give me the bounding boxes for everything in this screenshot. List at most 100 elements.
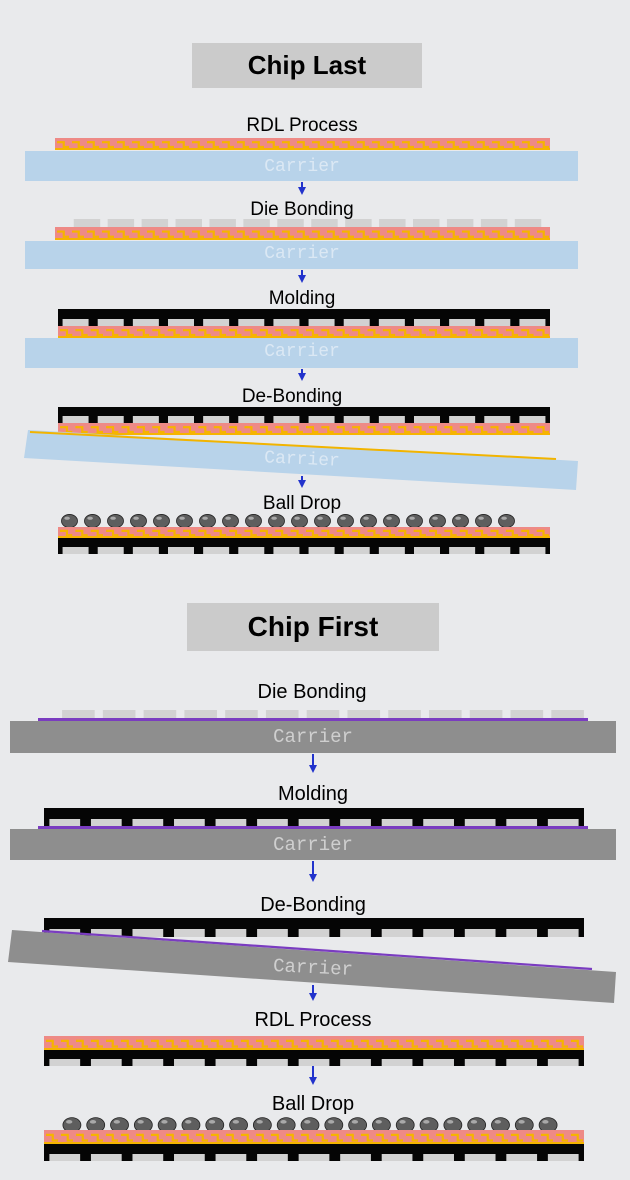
rdl-trace (286, 1133, 298, 1142)
rdl-trace (259, 329, 273, 337)
release-layer (29, 431, 557, 460)
die (480, 219, 508, 227)
rdl-trace (267, 230, 279, 238)
solder-ball (383, 514, 400, 528)
die (62, 319, 89, 327)
solder-ball-highlight (542, 1120, 549, 1124)
rdl-trace (505, 529, 519, 537)
mold-compound (58, 309, 550, 327)
die (62, 547, 89, 554)
rdl-trace (57, 141, 69, 149)
rdl-trace (432, 230, 444, 238)
solder-ball-highlight (156, 516, 162, 520)
rdl-trace (192, 230, 204, 238)
rdl-layer (44, 1036, 584, 1050)
rdl-trace (496, 1133, 508, 1142)
die (49, 1154, 81, 1161)
die (90, 819, 122, 827)
solder-ball (429, 514, 446, 528)
die (90, 1059, 122, 1066)
die (273, 319, 300, 327)
solder-ball-highlight (225, 516, 231, 520)
solder-ball-highlight (423, 1120, 430, 1124)
rdl-trace (61, 1133, 73, 1142)
die (506, 1154, 538, 1161)
rdl-trace (312, 141, 324, 149)
solder-ball-highlight (386, 516, 392, 520)
die (62, 710, 95, 719)
rdl-trace (237, 141, 249, 149)
die (298, 1154, 330, 1161)
rdl-trace (541, 1133, 553, 1142)
die (243, 219, 270, 227)
solder-ball-highlight (455, 516, 461, 520)
die (547, 819, 579, 827)
die (343, 416, 370, 424)
rdl-trace (505, 426, 519, 434)
rdl-trace (387, 230, 399, 238)
rdl-trace (306, 329, 319, 337)
rdl-trace (60, 329, 73, 337)
rdl-trace (181, 1039, 193, 1048)
solder-ball-highlight (327, 1120, 335, 1124)
solder-ball-highlight (447, 1120, 454, 1124)
rdl-trace (136, 1133, 148, 1142)
rdl-trace (147, 141, 159, 149)
chip-first-step-5 (44, 1117, 584, 1161)
rdl-trace (271, 1133, 283, 1142)
rdl-trace (327, 230, 339, 238)
solder-ball-highlight (432, 516, 438, 520)
die (184, 710, 217, 719)
die (167, 319, 195, 327)
rdl-trace (367, 529, 380, 537)
rdl-layer (58, 527, 550, 538)
rdl-trace (147, 230, 159, 238)
die (464, 1059, 496, 1066)
rdl-trace (152, 329, 165, 337)
solder-ball-highlight (363, 516, 369, 520)
rdl-trace (75, 529, 88, 537)
solder-ball-highlight (340, 516, 346, 520)
rdl-trace (537, 230, 549, 238)
solder-ball-highlight (280, 1120, 287, 1124)
rdl-trace (244, 329, 257, 337)
rdl-trace (60, 529, 73, 537)
die (423, 1059, 454, 1066)
die (215, 929, 247, 937)
rdl-trace (556, 1133, 568, 1142)
rdl-trace (167, 426, 180, 434)
rdl-trace (447, 230, 459, 238)
rdl-trace (402, 141, 414, 149)
rdl-trace (417, 141, 429, 149)
rdl-trace (536, 426, 549, 434)
rdl-trace (357, 141, 369, 149)
die (423, 929, 454, 937)
rdl-trace (72, 230, 84, 238)
rdl-trace (382, 529, 396, 537)
die (423, 1154, 454, 1161)
rdl-trace (496, 1039, 508, 1048)
rdl-trace (490, 329, 503, 337)
carrier (25, 151, 578, 181)
rdl-trace (106, 1133, 118, 1142)
rdl-trace (336, 529, 350, 537)
rdl-trace (447, 141, 459, 149)
rdl-trace (151, 1133, 163, 1142)
rdl-trace (382, 329, 396, 337)
rdl-trace (181, 1133, 193, 1142)
carrier (25, 241, 578, 269)
rdl-trace (106, 1039, 118, 1048)
solder-ball (84, 514, 101, 528)
die (464, 1154, 496, 1161)
rdl-trace (90, 426, 104, 434)
rdl-trace (459, 529, 473, 537)
rdl-trace (290, 426, 303, 434)
rdl-trace (198, 529, 211, 537)
rdl-trace (121, 1039, 133, 1048)
die (102, 710, 136, 719)
solder-ball-highlight (256, 1120, 263, 1124)
rdl-trace (536, 529, 549, 537)
solder-ball (130, 514, 147, 528)
rdl-pad-line (44, 1142, 584, 1144)
